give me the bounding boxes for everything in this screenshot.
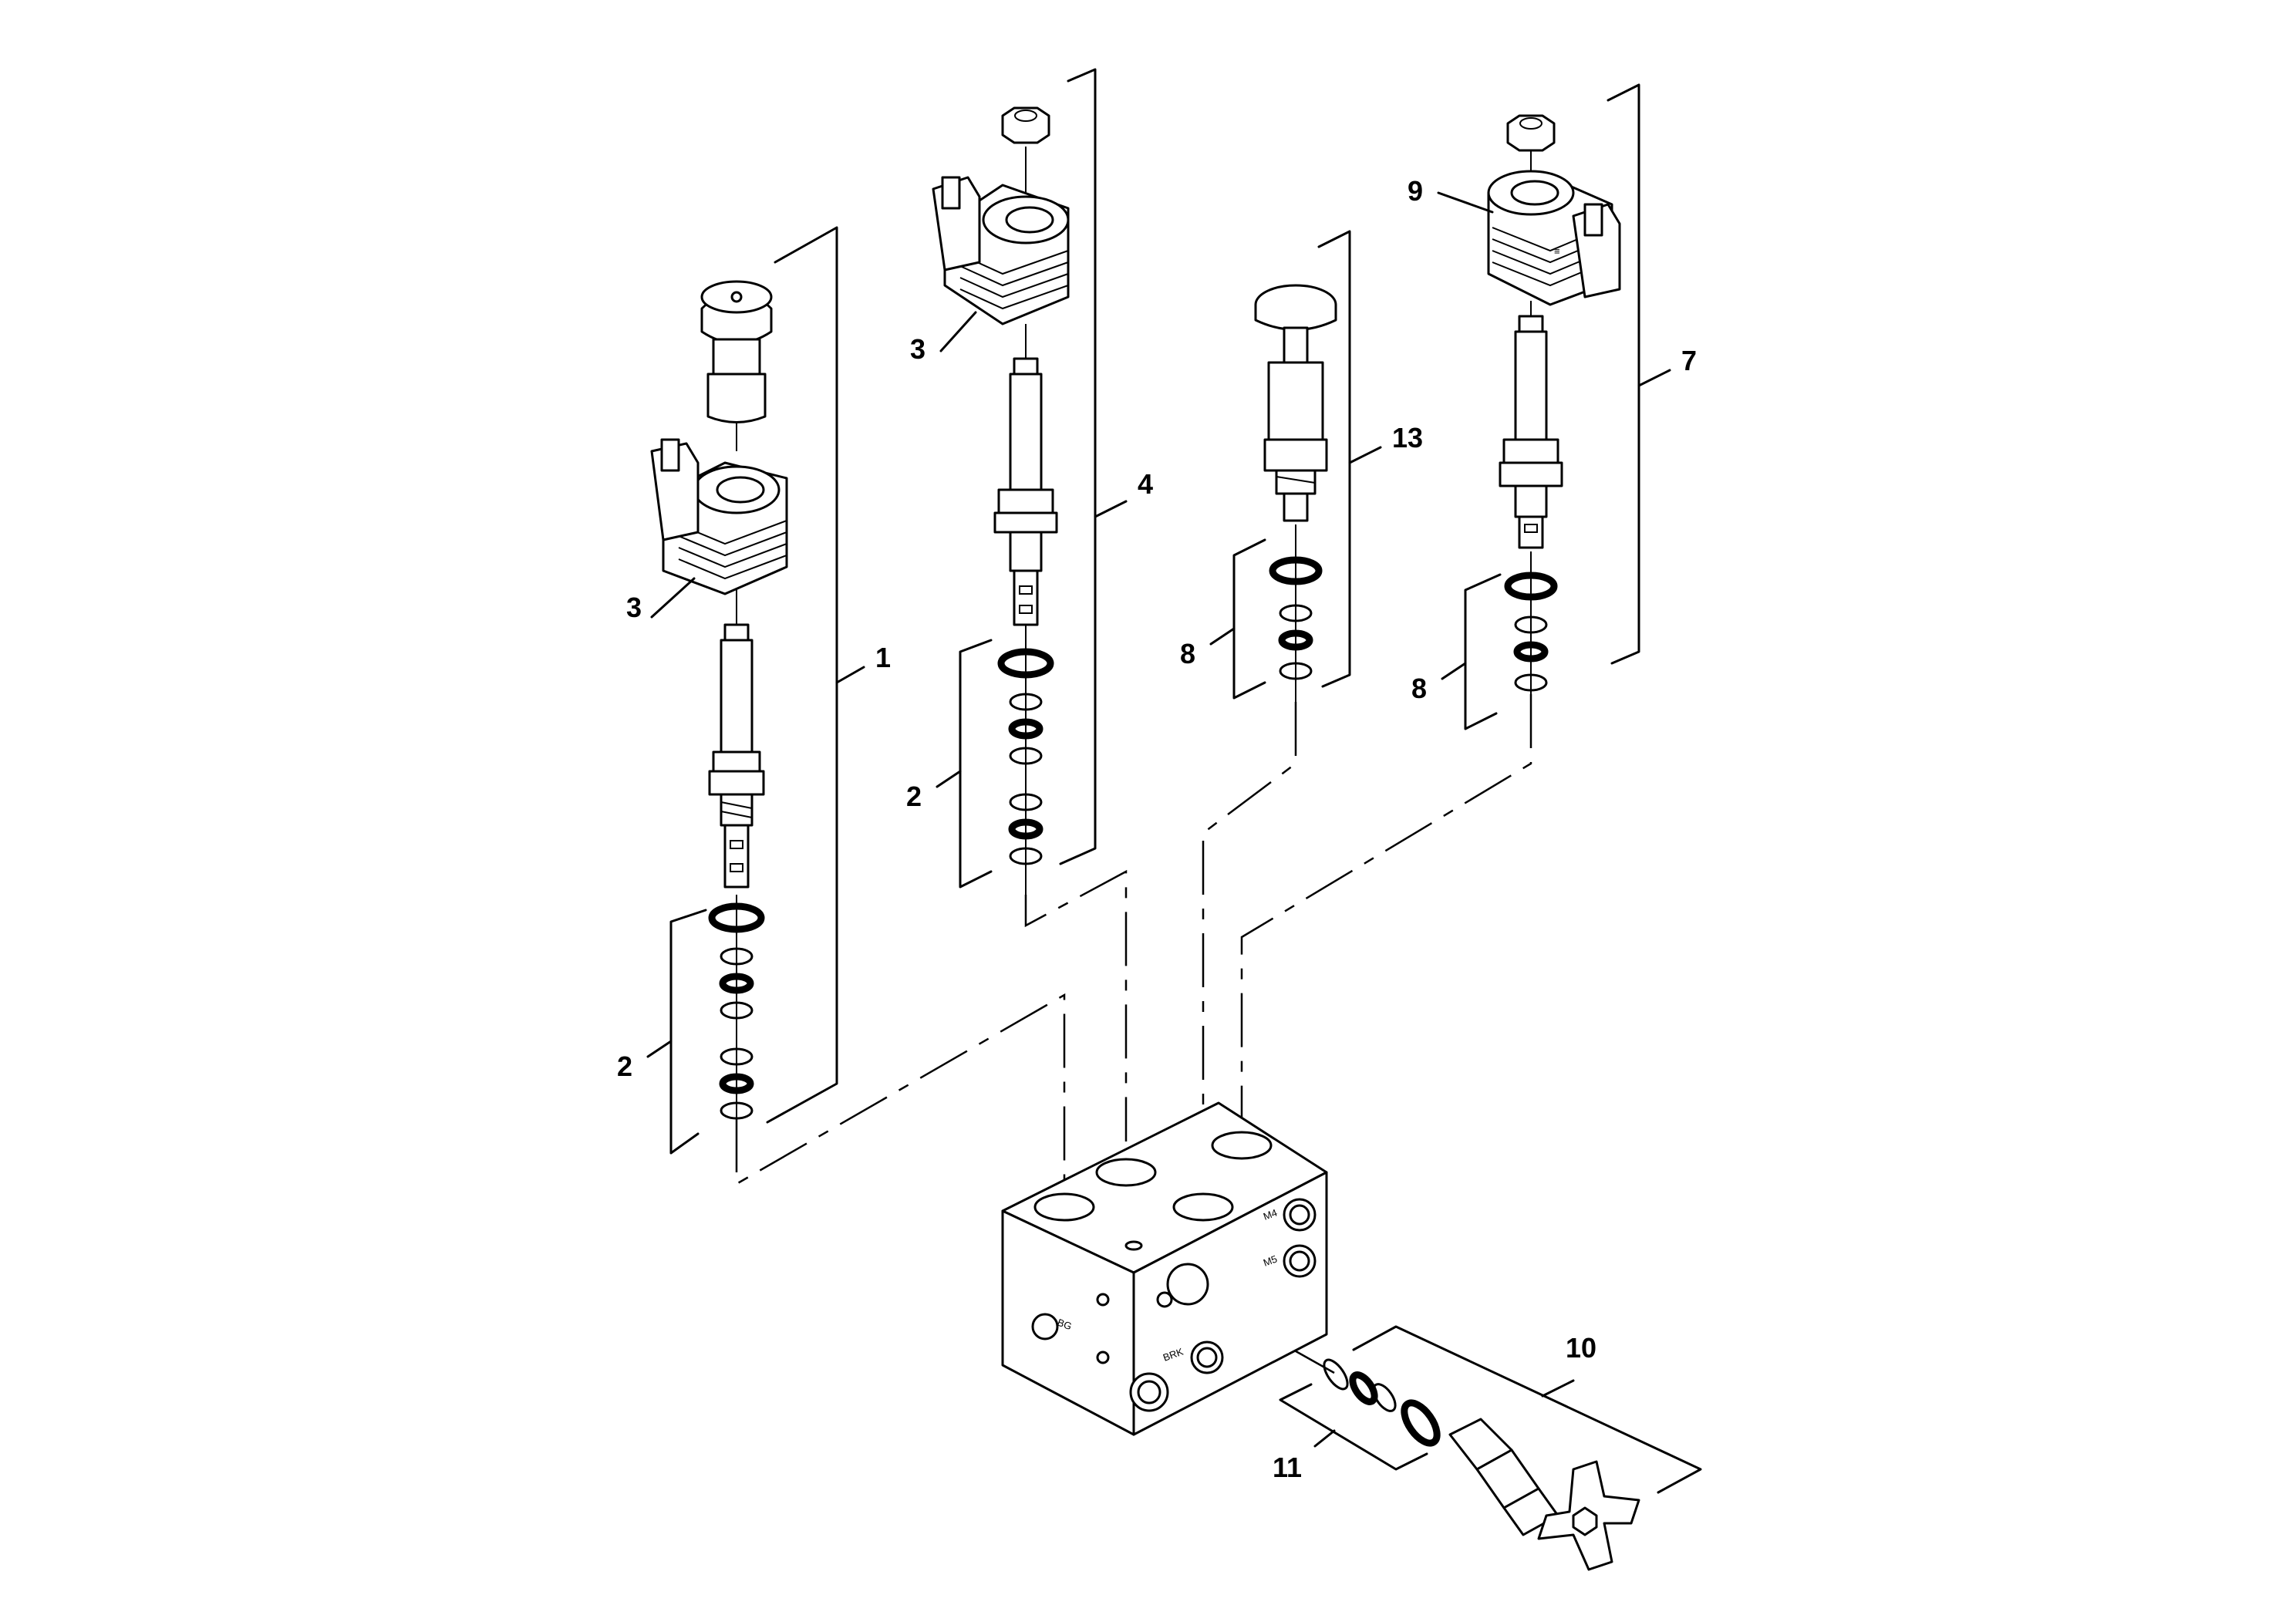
seal-kit (708, 902, 765, 1120)
assembly-1 (650, 280, 788, 1126)
callout-labels: 1 2 2 3 3 4 7 8 8 9 10 11 13 (617, 175, 1697, 1483)
solenoid-coil (650, 438, 788, 595)
solenoid-coil: ≡ (1487, 170, 1621, 306)
callout-13: 13 (1392, 422, 1423, 454)
knob-valve (1254, 284, 1337, 522)
callout-11: 11 (1273, 1452, 1302, 1483)
callout-7: 7 (1681, 345, 1697, 376)
seal-kit (1323, 1358, 1441, 1447)
assembly-13 (1254, 284, 1337, 702)
port-label-m4: M4 (1262, 1207, 1279, 1222)
callout-3-center: 3 (910, 333, 925, 365)
assembly-centerlines (735, 694, 1532, 1374)
assembly-7: ≡ (1487, 114, 1621, 694)
coil-marking: ≡ (1554, 245, 1560, 257)
cartridge-valve (993, 357, 1058, 626)
manifold-block: M4 M5 BG BRK (1001, 1101, 1328, 1436)
callout-10: 10 (1566, 1332, 1596, 1364)
port-label-bg: BG (1056, 1317, 1074, 1333)
solenoid-coil (932, 176, 1070, 325)
relief-valve-assembly (1323, 1358, 1640, 1571)
hex-nut (1506, 114, 1556, 152)
seal-kit (1269, 556, 1323, 680)
callout-9: 9 (1408, 175, 1423, 207)
bracket-lines (646, 68, 1702, 1494)
port-label-m5: M5 (1262, 1253, 1279, 1269)
callout-4: 4 (1138, 468, 1153, 500)
callout-8-right: 8 (1411, 673, 1427, 704)
assembly-4 (932, 106, 1070, 895)
seal-kit (1504, 572, 1558, 692)
seal-kit (997, 648, 1054, 865)
callout-8-center: 8 (1180, 638, 1195, 669)
hex-nut (1001, 106, 1050, 144)
cap-part (700, 280, 773, 423)
cartridge-valve (708, 623, 765, 889)
cartridge-valve (1499, 315, 1563, 549)
callout-1: 1 (875, 642, 891, 673)
callout-2-center: 2 (906, 781, 922, 812)
callout-2-left: 2 (617, 1050, 632, 1082)
callout-3-left: 3 (626, 592, 642, 623)
knob-cartridge (1448, 1418, 1640, 1571)
